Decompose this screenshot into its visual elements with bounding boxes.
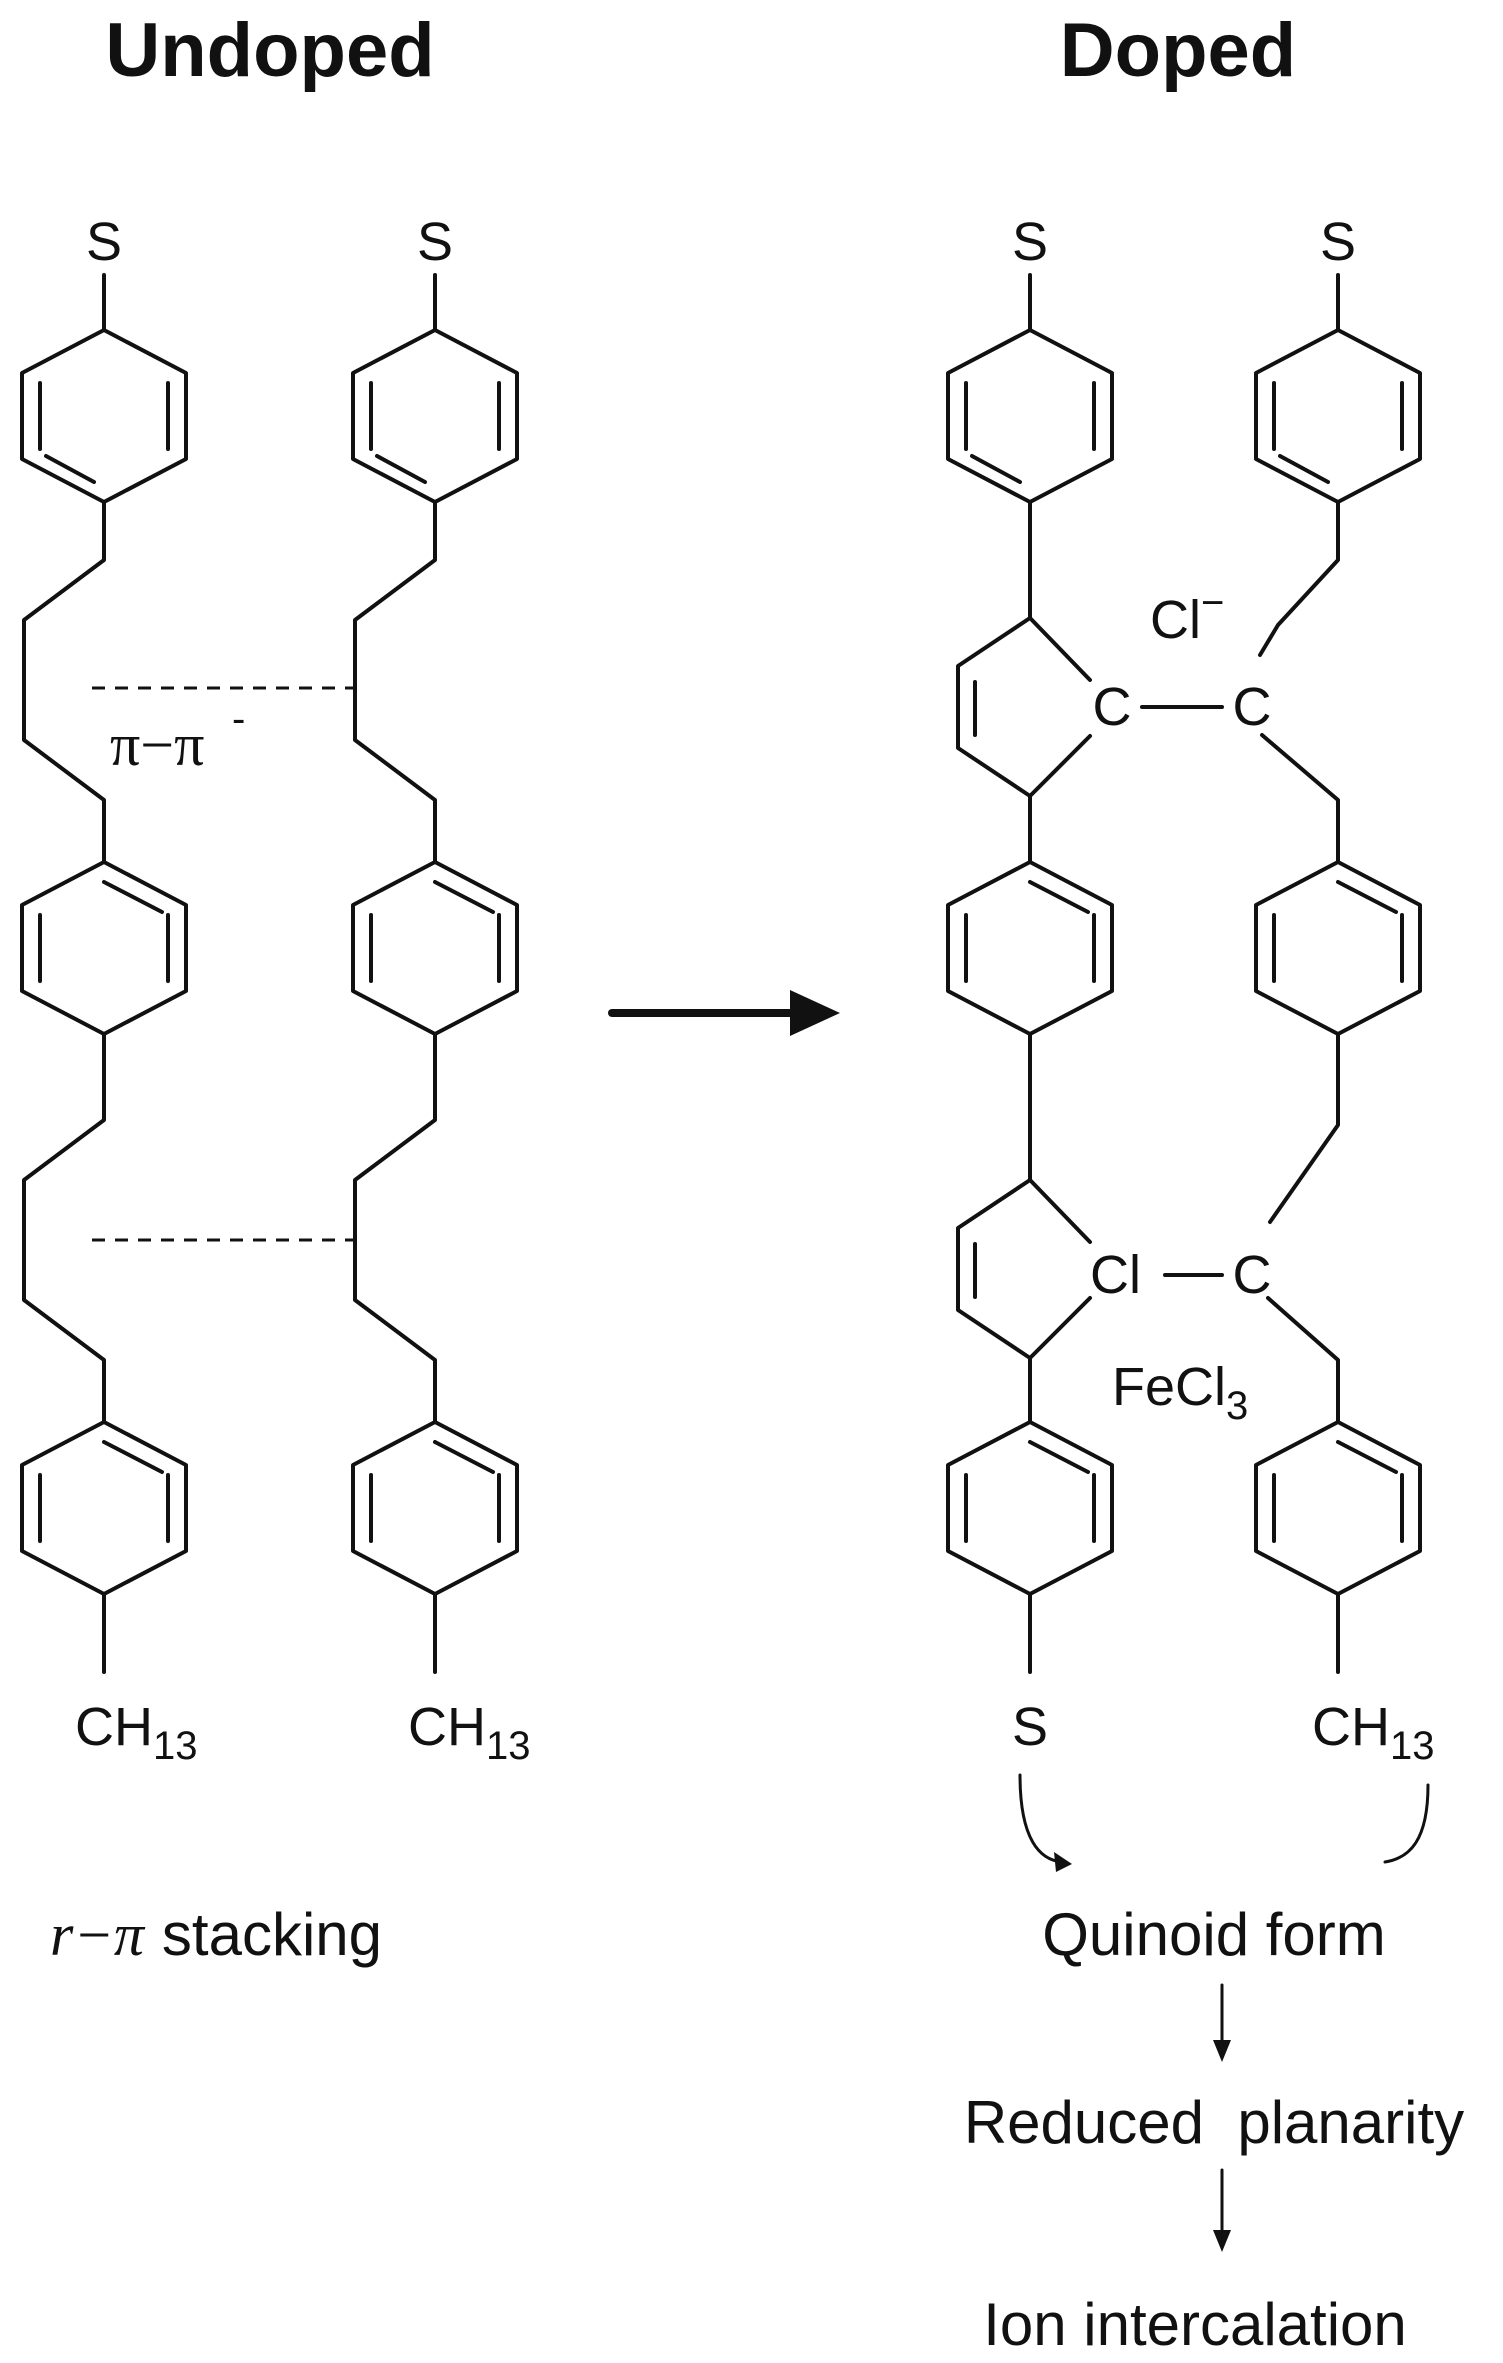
curved-arrow-right bbox=[1383, 1783, 1430, 1864]
carbon-label: C bbox=[1233, 677, 1272, 737]
title-doped: Doped bbox=[1060, 8, 1296, 93]
methyl-label: CH13 bbox=[75, 1697, 198, 1768]
benzene-ring bbox=[946, 328, 1114, 504]
sulfur-label: S bbox=[1320, 212, 1356, 272]
quinoid-form-label: Quinoid form bbox=[1042, 1901, 1385, 1968]
sulfur-label: S bbox=[86, 212, 122, 272]
sulfur-label: S bbox=[417, 212, 453, 272]
down-arrow-head bbox=[1213, 2040, 1231, 2062]
ion-intercalation-label: Ion intercalation bbox=[983, 2291, 1407, 2358]
benzene-ring bbox=[351, 328, 519, 504]
doped-chain-2: S C C CH13 bbox=[1233, 212, 1435, 1768]
curved-arrow-left-head bbox=[1054, 1852, 1072, 1872]
benzene-ring bbox=[20, 860, 188, 1036]
benzene-ring bbox=[351, 1420, 519, 1596]
down-arrow-head bbox=[1213, 2230, 1231, 2252]
pi-pi-label-charge: - bbox=[232, 697, 245, 741]
benzene-ring bbox=[351, 860, 519, 1036]
benzene-ring bbox=[1254, 1420, 1422, 1596]
sulfur-label: S bbox=[1012, 212, 1048, 272]
chlorine-label: Cl bbox=[1090, 1245, 1141, 1305]
benzene-ring bbox=[946, 860, 1114, 1036]
reaction-arrow bbox=[608, 990, 840, 1036]
curved-arrow-left bbox=[1018, 1773, 1064, 1864]
sulfur-label: S bbox=[1012, 1697, 1048, 1757]
undoped-chain-2: S CH13 bbox=[351, 212, 531, 1768]
ferric-chloride-label: FeCl3 bbox=[1112, 1357, 1248, 1428]
methyl-label: CH13 bbox=[1312, 1697, 1435, 1768]
methyl-label: CH13 bbox=[408, 1697, 531, 1768]
carbon-label: C bbox=[1093, 677, 1132, 737]
reduced-planarity-label: Reduced planarity bbox=[964, 2089, 1464, 2156]
chloride-ion-label: Cl− bbox=[1150, 581, 1224, 650]
carbon-label: C bbox=[1233, 1245, 1272, 1305]
benzene-ring bbox=[946, 1420, 1114, 1596]
undoped-chain-1: S CH13 bbox=[20, 212, 198, 1768]
pi-pi-label: π−π bbox=[110, 712, 204, 778]
doped-chain-1: S C Cl S bbox=[946, 212, 1141, 1757]
title-undoped: Undoped bbox=[105, 8, 434, 93]
benzene-ring bbox=[1254, 328, 1422, 504]
benzene-ring bbox=[1254, 860, 1422, 1036]
benzene-ring bbox=[20, 1420, 188, 1596]
benzene-ring bbox=[20, 328, 188, 504]
